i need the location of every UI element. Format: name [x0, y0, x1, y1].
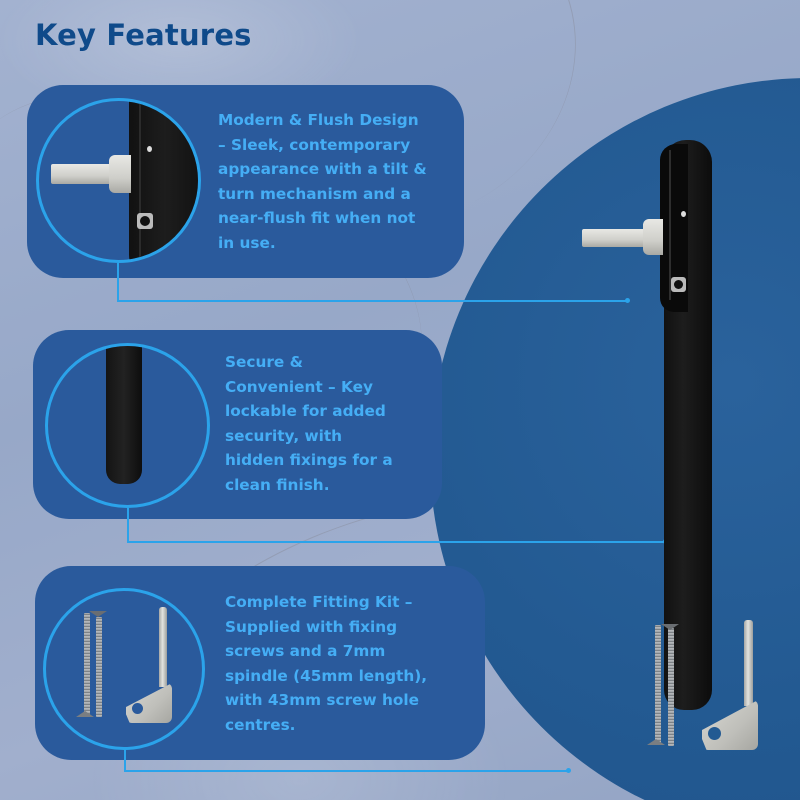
feature-image-handle-tip	[45, 343, 210, 508]
screw-icon	[96, 617, 102, 717]
feature-text-design: Modern & Flush Design – Sleek, contempor…	[218, 111, 427, 252]
background-circle	[430, 78, 800, 800]
key-bow	[126, 683, 172, 723]
connector-line	[124, 770, 568, 772]
feature-text-security: Secure & Convenient – Key lockable for a…	[225, 353, 393, 494]
feature-text-fitting-kit: Complete Fitting Kit – Supplied with fix…	[225, 593, 428, 734]
feature-image-handle-spindle	[36, 98, 201, 263]
key-hole	[132, 703, 143, 714]
page-title: Key Features	[35, 18, 252, 52]
connector-line	[117, 263, 119, 302]
screw-icon	[84, 613, 90, 715]
connector-dot	[625, 298, 630, 303]
lock-cylinder-icon	[137, 213, 153, 229]
screw-head	[76, 711, 94, 717]
handle-screw-dot	[147, 146, 152, 152]
handle-tip	[106, 346, 142, 484]
handle-edge	[139, 101, 141, 260]
feature-image-screws-key	[43, 588, 205, 750]
connector-line	[127, 508, 129, 543]
connector-line	[127, 541, 665, 543]
screw-head	[89, 611, 107, 617]
connector-dot	[663, 539, 668, 544]
connector-line	[117, 300, 627, 302]
connector-line	[124, 750, 126, 772]
key-shaft	[159, 607, 167, 687]
spindle-icon	[51, 164, 113, 184]
connector-dot	[566, 768, 571, 773]
spindle-collar	[109, 155, 131, 193]
